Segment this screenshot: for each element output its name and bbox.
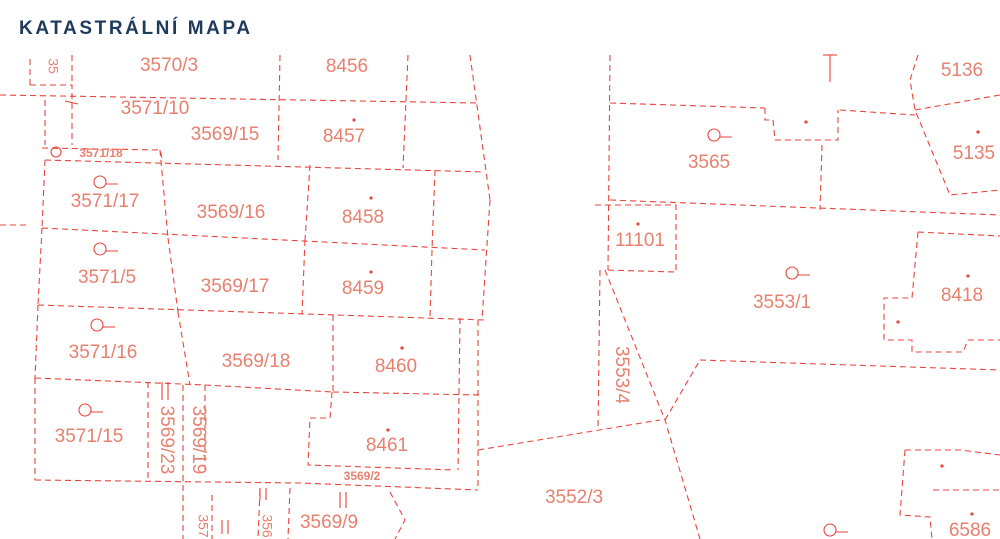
parcel-labels: 3570/3 8456 3571/10 3569/15 8457 3571/18… xyxy=(45,55,995,539)
parcel-35[interactable]: 35 xyxy=(45,58,61,74)
parcel-3569-19[interactable]: 3569/19 xyxy=(188,406,209,475)
parcel-3571-16[interactable]: 3571/16 xyxy=(69,342,138,363)
parcel-3553-1[interactable]: 3553/1 xyxy=(753,292,811,313)
parcel-8418[interactable]: 8418 xyxy=(941,285,983,306)
parcel-3569-16[interactable]: 3569/16 xyxy=(197,202,266,223)
parcel-3569-18[interactable]: 3569/18 xyxy=(222,351,291,372)
parcel-8456[interactable]: 8456 xyxy=(326,56,368,77)
parcel-boundaries xyxy=(0,54,1000,539)
parcel-3569-15[interactable]: 3569/15 xyxy=(191,124,260,145)
parcel-5136[interactable]: 5136 xyxy=(941,60,983,81)
parcel-357[interactable]: 357 xyxy=(195,514,211,538)
parcel-3570-3[interactable]: 3570/3 xyxy=(140,55,198,76)
parcel-8459[interactable]: 8459 xyxy=(342,278,384,299)
parcel-3571-15[interactable]: 3571/15 xyxy=(55,426,124,447)
parcel-8460[interactable]: 8460 xyxy=(375,356,417,377)
parcel-8461[interactable]: 8461 xyxy=(366,435,408,456)
parcel-3569-17[interactable]: 3569/17 xyxy=(201,276,270,297)
parcel-11101[interactable]: 11101 xyxy=(615,230,665,251)
parcel-3571-18[interactable]: 3571/18 xyxy=(79,146,123,160)
parcel-5135[interactable]: 5135 xyxy=(953,143,995,164)
parcel-3569-2[interactable]: 3569/2 xyxy=(344,469,381,483)
parcel-3552-3[interactable]: 3552/3 xyxy=(545,487,603,508)
parcel-3571-5[interactable]: 3571/5 xyxy=(78,267,136,288)
parcel-356[interactable]: 356 xyxy=(259,514,275,538)
parcel-3571-17[interactable]: 3571/17 xyxy=(71,191,140,212)
parcel-6586[interactable]: 6586 xyxy=(949,520,991,539)
parcel-8457[interactable]: 8457 xyxy=(323,126,365,147)
parcel-3553-4[interactable]: 3553/4 xyxy=(611,346,632,405)
parcel-3571-10[interactable]: 3571/10 xyxy=(121,98,190,119)
parcel-symbols xyxy=(50,118,980,537)
map-title: KATASTRÁLNÍ MAPA xyxy=(19,18,253,39)
parcel-3565[interactable]: 3565 xyxy=(688,152,730,173)
parcel-8458[interactable]: 8458 xyxy=(342,207,384,228)
parcel-3569-9[interactable]: 3569/9 xyxy=(300,512,358,533)
parcel-3569-23[interactable]: 3569/23 xyxy=(156,406,177,475)
